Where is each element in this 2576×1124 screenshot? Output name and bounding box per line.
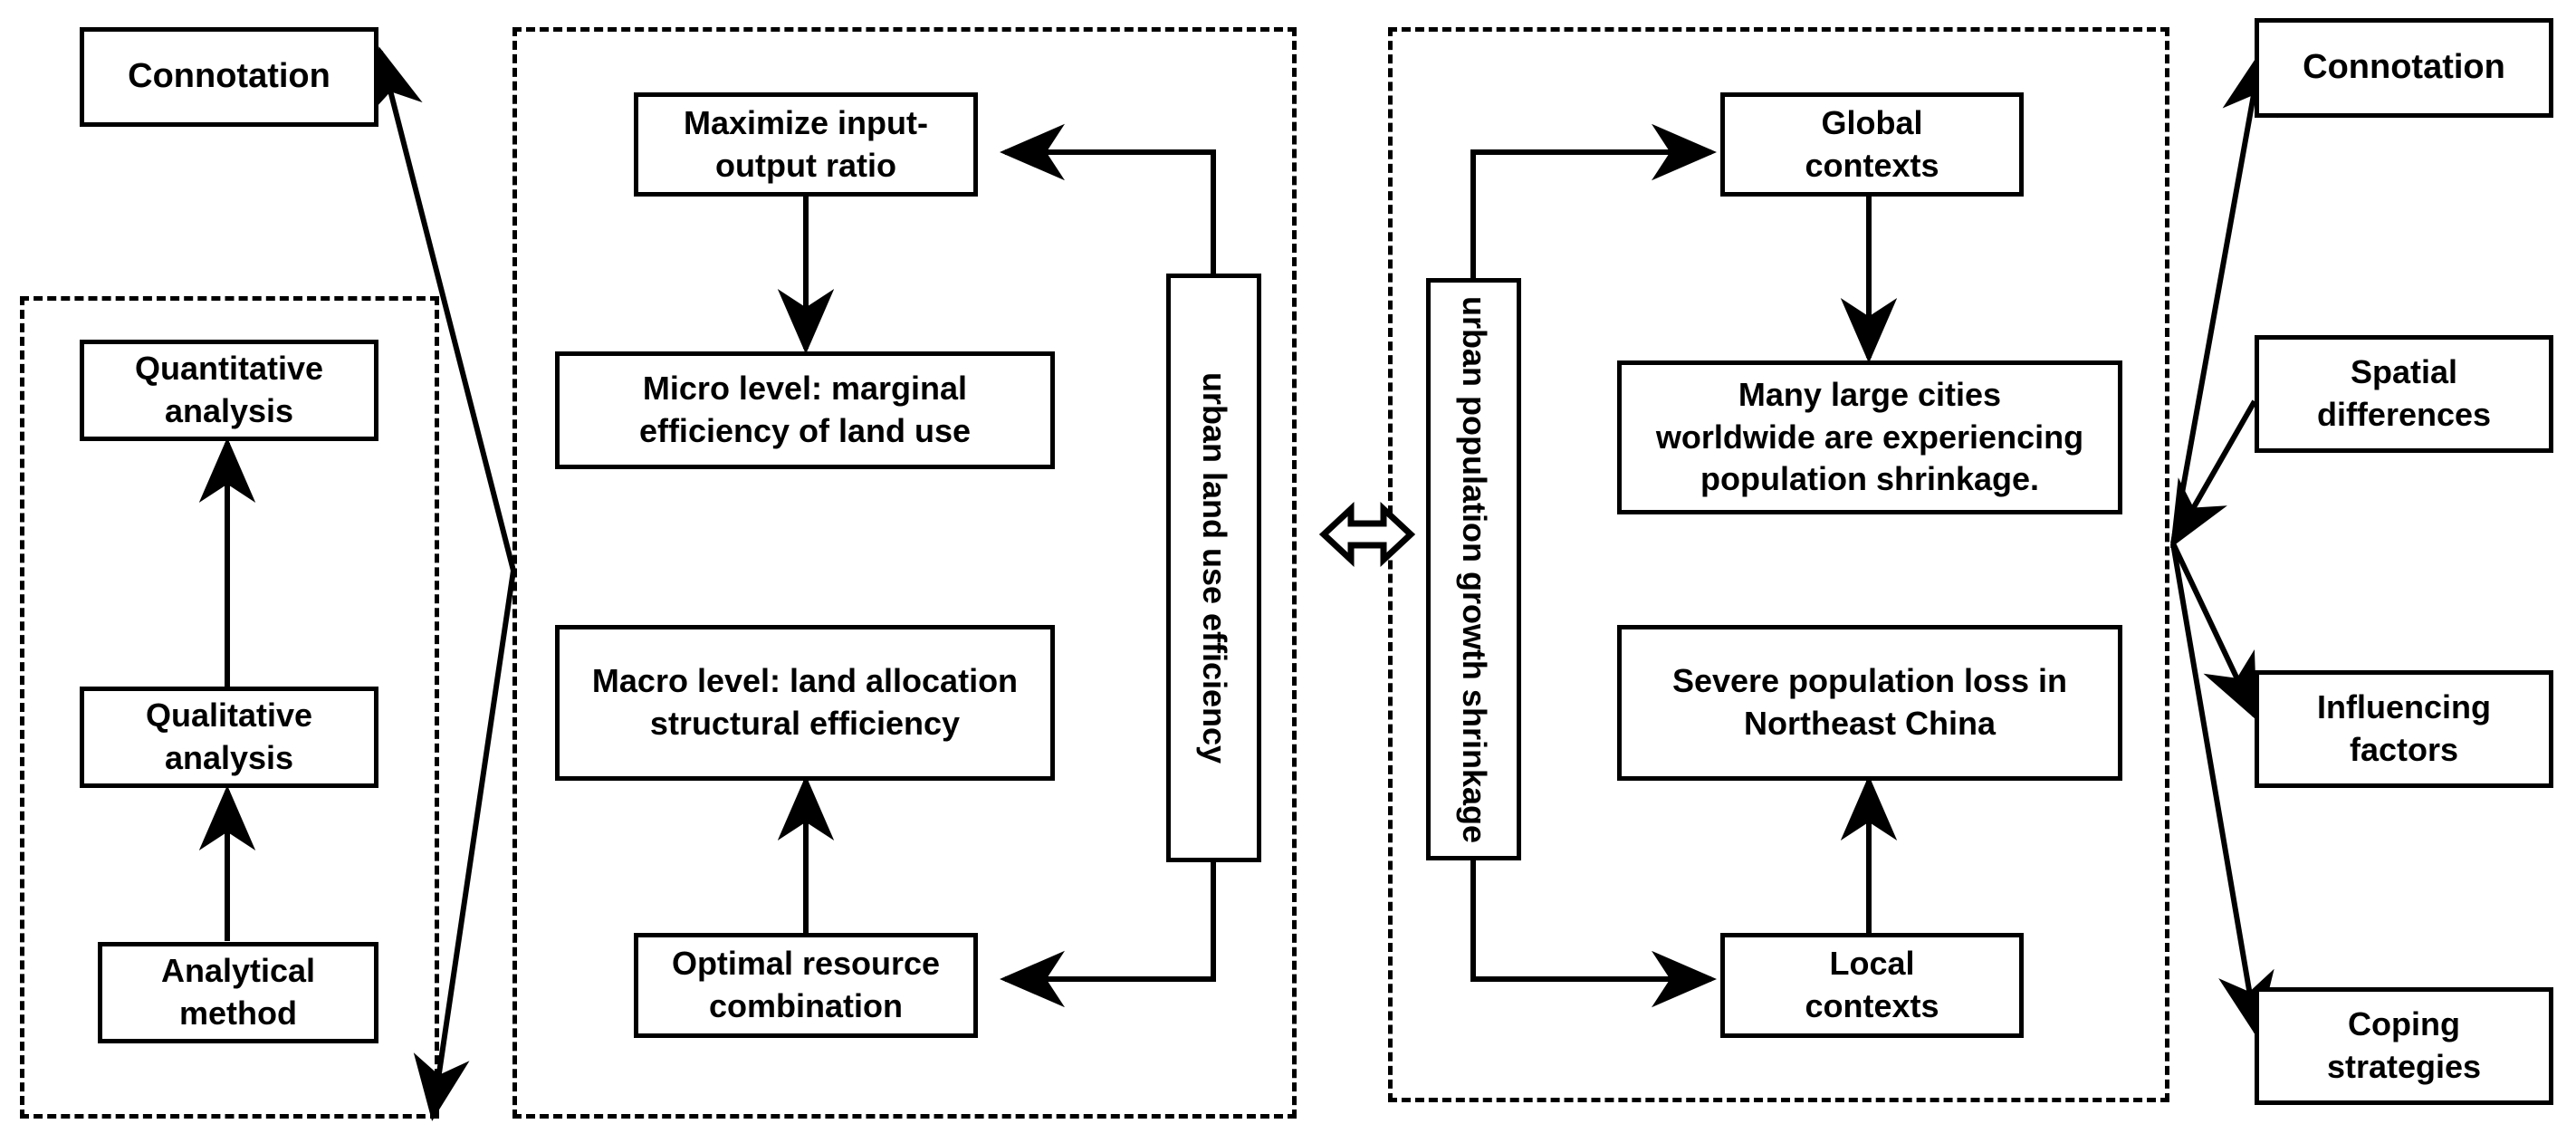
macro-level-label: Macro level: land allocation structural …: [591, 662, 1019, 742]
connotation-box-left[interactable]: Connotation: [80, 27, 378, 127]
center-double-arrow: [1318, 501, 1416, 568]
micro-level-label: Micro level: marginal efficiency of land…: [638, 370, 972, 449]
qualitative-analysis-label: Qualitative analysis: [145, 696, 313, 776]
coping-strategies-label: Coping strategies: [2326, 1005, 2482, 1085]
arrow-efficiency-to-maximize: [1000, 123, 1216, 274]
arrow-junction-to-coping: [2170, 543, 2274, 1038]
analytical-method-box[interactable]: Analytical method: [98, 942, 378, 1043]
global-contexts-label: Global contexts: [1805, 103, 1939, 184]
global-contexts-box[interactable]: Global contexts: [1720, 92, 2024, 197]
micro-level-box[interactable]: Micro level: marginal efficiency of land…: [555, 351, 1055, 469]
qualitative-analysis-box[interactable]: Qualitative analysis: [80, 687, 378, 788]
urban-land-use-efficiency-label: urban land use efficiency: [1195, 371, 1233, 764]
macro-level-box[interactable]: Macro level: land allocation structural …: [555, 625, 1055, 781]
optimal-resource-label: Optimal resource combination: [671, 945, 941, 1024]
arrow-efficiency-to-optimal: [1000, 862, 1216, 1008]
urban-population-growth-shrinkage-label: urban population growth shrinkage: [1455, 295, 1493, 843]
urban-land-use-efficiency-box[interactable]: urban land use efficiency: [1166, 274, 1261, 862]
quantitative-analysis-label: Quantitative analysis: [134, 350, 324, 429]
arrow-junction-to-far-connotation: [2170, 49, 2279, 544]
influencing-factors-label: Influencing factors: [2317, 688, 2491, 768]
severe-population-loss-label: Severe population loss in Northeast Chin…: [1671, 662, 2068, 742]
influencing-factors-box[interactable]: Influencing factors: [2255, 670, 2553, 788]
maximize-input-output-box[interactable]: Maximize input- output ratio: [634, 92, 978, 197]
local-contexts-box[interactable]: Local contexts: [1720, 933, 2024, 1038]
arrow-spatial-to-junction: [2170, 399, 2257, 549]
arrow-growth-to-global: [1470, 123, 1717, 278]
analytical-method-label: Analytical method: [160, 952, 316, 1032]
connotation-box-right[interactable]: Connotation: [2255, 18, 2553, 118]
arrow-junction-to-influencing: [2170, 542, 2257, 721]
connotation-label-left: Connotation: [128, 57, 330, 96]
arrow-growth-to-local: [1470, 860, 1717, 1008]
arrow-junction-to-left-panel: [413, 570, 516, 1121]
spatial-differences-box[interactable]: Spatial differences: [2255, 335, 2553, 453]
connotation-label-right: Connotation: [2303, 48, 2505, 87]
spatial-differences-label: Spatial differences: [2316, 353, 2492, 433]
optimal-resource-box[interactable]: Optimal resource combination: [634, 933, 978, 1038]
urban-population-growth-shrinkage-box[interactable]: urban population growth shrinkage: [1426, 278, 1521, 860]
many-large-cities-box[interactable]: Many large cities worldwide are experien…: [1617, 360, 2122, 514]
quantitative-analysis-box[interactable]: Quantitative analysis: [80, 340, 378, 441]
severe-population-loss-box[interactable]: Severe population loss in Northeast Chin…: [1617, 625, 2122, 781]
many-large-cities-label: Many large cities worldwide are experien…: [1655, 375, 2084, 498]
maximize-input-output-label: Maximize input- output ratio: [683, 103, 929, 184]
local-contexts-label: Local contexts: [1805, 945, 1939, 1024]
coping-strategies-box[interactable]: Coping strategies: [2255, 987, 2553, 1105]
arrow-junction-to-connotation: [368, 46, 516, 572]
